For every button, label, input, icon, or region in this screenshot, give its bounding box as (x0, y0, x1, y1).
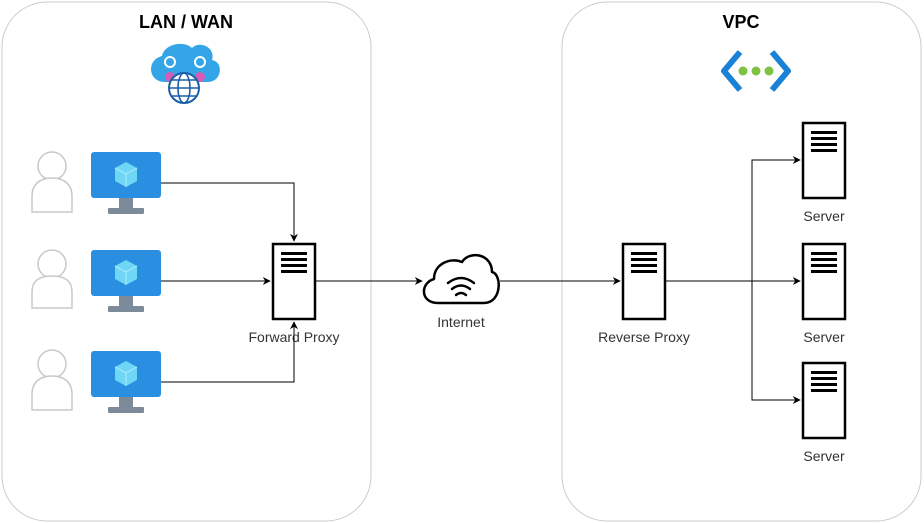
vpc-title: VPC (722, 12, 759, 32)
connectors (161, 156, 801, 404)
server-label: Server (803, 329, 845, 345)
connector-client3-to-forward-proxy (161, 321, 298, 383)
client-row (31, 151, 161, 214)
cloud-wifi-icon[interactable] (422, 253, 500, 305)
connector-reverse-proxy-to-server3 (751, 281, 801, 404)
server-icon[interactable] (801, 121, 847, 200)
monitor-icon[interactable] (91, 250, 161, 312)
lan-wan-title: LAN / WAN (139, 12, 233, 32)
internet-label: Internet (437, 314, 485, 330)
connector-reverse-proxy-to-server1 (751, 156, 801, 281)
server-icon[interactable] (801, 242, 847, 321)
forward-proxy-server-icon[interactable] (271, 242, 317, 321)
user-icon (31, 349, 73, 411)
virtual-network-icon (721, 50, 791, 92)
monitor-icon[interactable] (91, 351, 161, 413)
connector-client1-to-forward-proxy (161, 182, 298, 242)
vpc-zone (561, 1, 922, 522)
client-row (31, 249, 161, 312)
reverse-proxy-label: Reverse Proxy (598, 329, 690, 345)
server-label: Server (803, 208, 845, 224)
cloud-globe-icon (151, 43, 220, 104)
user-icon (31, 151, 73, 213)
reverse-proxy-server-icon[interactable] (621, 242, 667, 321)
server-label: Server (803, 448, 845, 464)
server-icon[interactable] (801, 361, 847, 440)
monitor-icon[interactable] (91, 152, 161, 214)
user-icon (31, 249, 73, 309)
client-row (31, 349, 161, 413)
